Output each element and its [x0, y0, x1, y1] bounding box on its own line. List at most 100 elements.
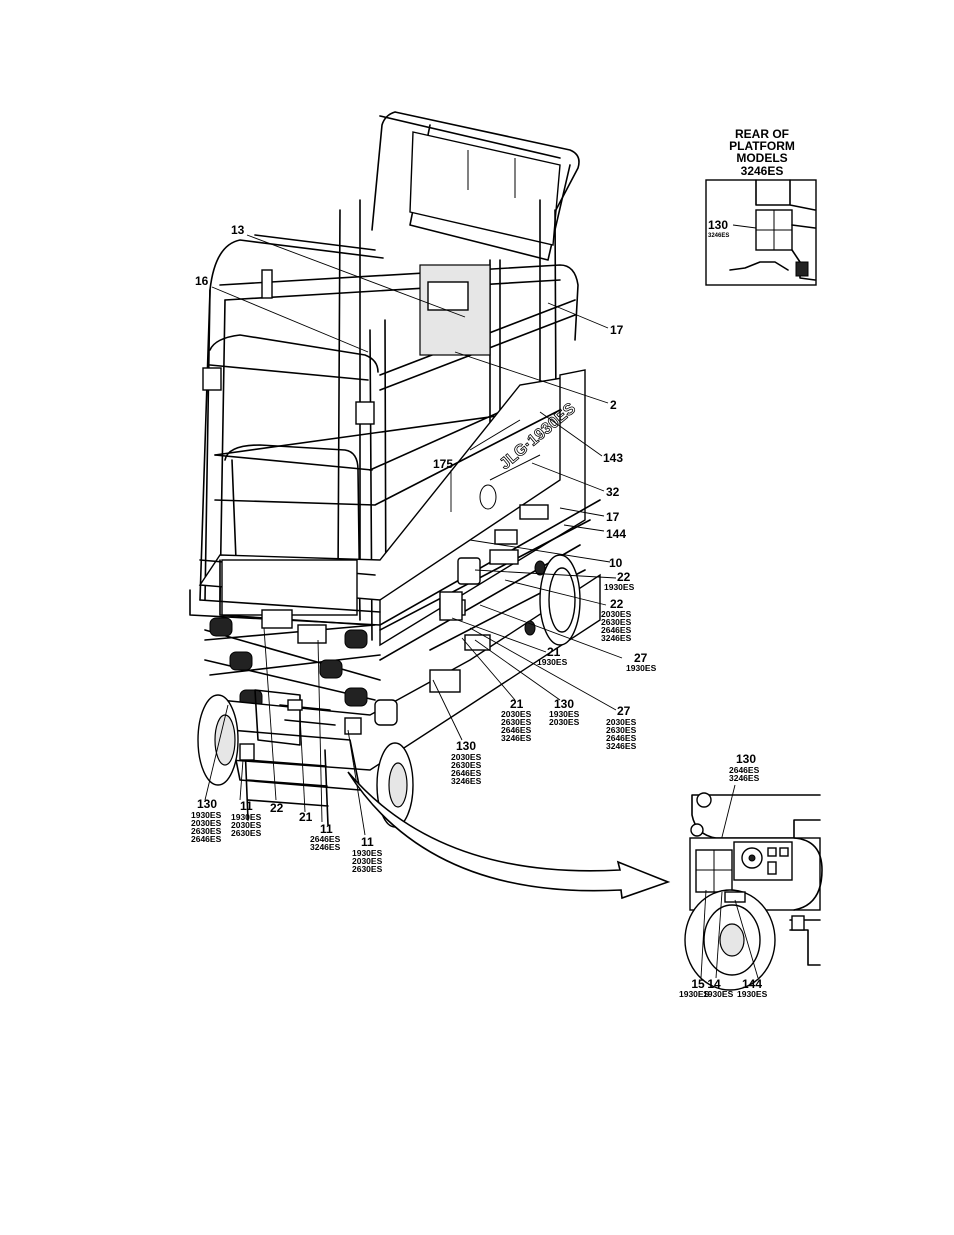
callout-labels: 13 16 17 2 143 175 32 17 144 10 22 1930E… [191, 223, 657, 874]
svg-text:2030ES: 2030ES [601, 609, 632, 619]
callout-144: 144 [606, 527, 626, 541]
svg-text:11: 11 [240, 799, 253, 813]
svg-text:3246ES: 3246ES [729, 773, 760, 783]
callout-27-1930es: 27 1930ES [626, 651, 657, 673]
callout-130-multi-left: 130 1930ES 2030ES 2630ES 2646ES [191, 797, 222, 844]
svg-text:2630ES: 2630ES [601, 617, 632, 627]
inset-title-line-2: PLATFORM [729, 139, 795, 153]
svg-text:2646ES: 2646ES [501, 725, 532, 735]
callout-11-left: 11 1930ES 2030ES 2630ES [231, 799, 262, 838]
inset-title-line-4: 3246ES [741, 164, 784, 178]
svg-text:3246ES: 3246ES [708, 233, 729, 239]
svg-text:144: 144 [606, 527, 626, 541]
svg-text:130: 130 [554, 697, 574, 711]
svg-text:10: 10 [609, 556, 623, 570]
svg-text:2630ES: 2630ES [231, 828, 262, 838]
svg-text:2646ES: 2646ES [451, 768, 482, 778]
leader-lines [204, 234, 623, 836]
callout-32: 32 [606, 485, 620, 499]
callout-175: 175 [433, 457, 453, 471]
svg-text:2630ES: 2630ES [352, 864, 383, 874]
svg-text:11: 11 [361, 835, 374, 849]
svg-text:22: 22 [610, 597, 624, 611]
svg-text:130: 130 [456, 739, 476, 753]
callout-22-1930es: 22 1930ES [604, 570, 635, 592]
svg-text:130: 130 [708, 218, 728, 232]
callout-11-bottom-right: 11 1930ES 2030ES 2630ES [352, 835, 383, 874]
svg-text:1930ES: 1930ES [679, 989, 710, 999]
machine-illustration: JLG·1930ES [189, 111, 601, 828]
callout-17-lower: 17 [606, 510, 620, 524]
svg-text:13: 13 [231, 223, 245, 237]
callout-21-1930es: 21 1930ES [537, 645, 568, 667]
svg-text:17: 17 [606, 510, 620, 524]
svg-text:1930ES: 1930ES [549, 709, 580, 719]
svg-text:1930ES: 1930ES [703, 989, 734, 999]
inset-title-line-1: REAR OF [735, 127, 789, 141]
svg-text:2646ES: 2646ES [606, 733, 637, 743]
inset-title-line-3: MODELS [736, 151, 787, 165]
svg-text:3246ES: 3246ES [501, 733, 532, 743]
svg-text:1930ES: 1930ES [191, 810, 222, 820]
svg-text:1930ES: 1930ES [537, 657, 568, 667]
svg-text:21: 21 [510, 697, 524, 711]
rear-platform-inset: REAR OF PLATFORM MODELS 3246ES 130 3246E… [705, 127, 817, 286]
svg-text:143: 143 [603, 451, 623, 465]
svg-text:2630ES: 2630ES [451, 760, 482, 770]
callout-21-multi: 21 2030ES 2630ES 2646ES 3246ES [501, 697, 532, 743]
svg-text:2630ES: 2630ES [191, 826, 222, 836]
svg-text:2: 2 [610, 398, 617, 412]
callout-2: 2 [610, 398, 617, 412]
svg-text:3246ES: 3246ES [451, 776, 482, 786]
svg-text:1930ES: 1930ES [352, 848, 383, 858]
svg-text:3246ES: 3246ES [310, 842, 341, 852]
svg-text:2030ES: 2030ES [231, 820, 262, 830]
svg-text:2646ES: 2646ES [729, 765, 760, 775]
svg-text:2630ES: 2630ES [501, 717, 532, 727]
svg-text:130: 130 [736, 752, 756, 766]
svg-text:2030ES: 2030ES [549, 717, 580, 727]
svg-text:1930ES: 1930ES [604, 582, 635, 592]
callout-17-upper: 17 [610, 323, 624, 337]
svg-text:2030ES: 2030ES [191, 818, 222, 828]
svg-text:1930ES: 1930ES [626, 663, 657, 673]
callout-21-bottom: 21 [299, 810, 313, 824]
svg-text:27: 27 [634, 651, 648, 665]
svg-text:15: 15 [691, 977, 705, 991]
svg-text:144: 144 [742, 977, 762, 991]
svg-text:2030ES: 2030ES [352, 856, 383, 866]
callout-13: 13 [231, 223, 245, 237]
svg-text:1930ES: 1930ES [231, 812, 262, 822]
detail-arrow [347, 771, 671, 900]
callout-27-multi: 27 2030ES 2630ES 2646ES 3246ES [606, 704, 637, 751]
svg-text:27: 27 [617, 704, 631, 718]
callout-130-multi-right: 130 2030ES 2630ES 2646ES 3246ES [451, 739, 482, 786]
svg-text:22: 22 [270, 801, 284, 815]
svg-text:2030ES: 2030ES [606, 717, 637, 727]
callout-16: 16 [195, 274, 209, 288]
svg-text:2630ES: 2630ES [606, 725, 637, 735]
svg-text:14: 14 [707, 977, 721, 991]
svg-text:16: 16 [195, 274, 209, 288]
svg-text:1930ES: 1930ES [737, 989, 768, 999]
svg-text:2646ES: 2646ES [601, 625, 632, 635]
svg-text:2646ES: 2646ES [310, 834, 341, 844]
svg-text:175: 175 [433, 457, 453, 471]
svg-text:21: 21 [299, 810, 313, 824]
callout-10: 10 [609, 556, 623, 570]
svg-text:21: 21 [547, 645, 561, 659]
callout-22-multi: 22 2030ES 2630ES 2646ES 3246ES [601, 597, 632, 643]
svg-text:22: 22 [617, 570, 631, 584]
svg-text:2030ES: 2030ES [501, 709, 532, 719]
svg-text:3246ES: 3246ES [601, 633, 632, 643]
callout-143: 143 [603, 451, 623, 465]
svg-text:2030ES: 2030ES [451, 752, 482, 762]
svg-text:2646ES: 2646ES [191, 834, 222, 844]
svg-text:3246ES: 3246ES [606, 741, 637, 751]
svg-text:17: 17 [610, 323, 624, 337]
callout-130-1930es-2030es: 130 1930ES 2030ES [549, 697, 580, 727]
svg-text:130: 130 [197, 797, 217, 811]
svg-text:11: 11 [320, 822, 333, 836]
base-detail-inset: 130 2646ES 3246ES 15 1930ES 14 1930ES 14… [679, 752, 823, 999]
